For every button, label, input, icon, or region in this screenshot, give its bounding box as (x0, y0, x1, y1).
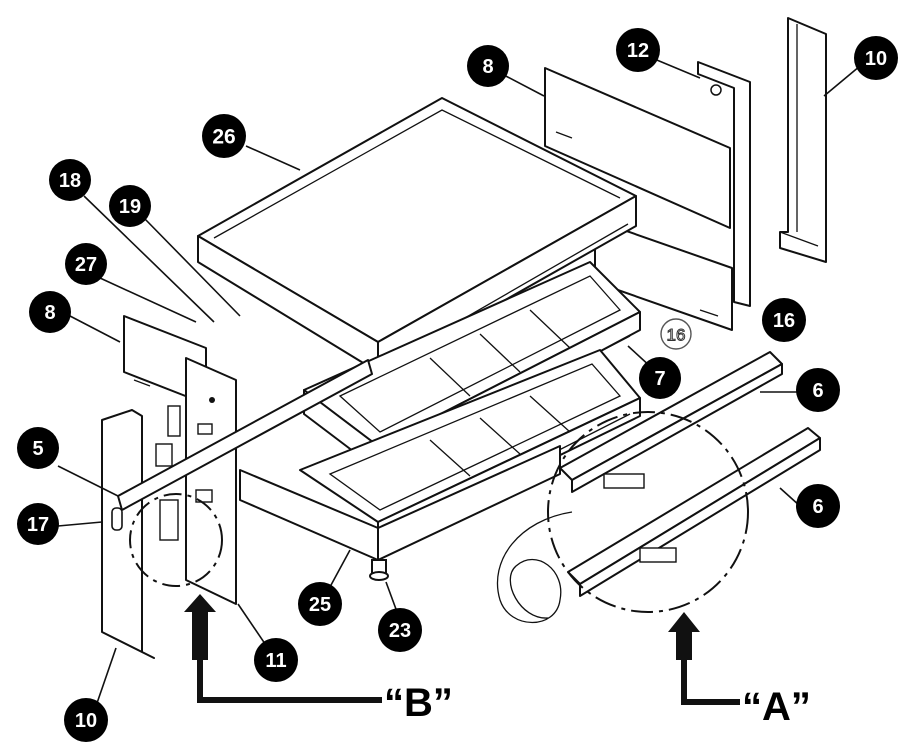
label-badge-12: 12 (616, 28, 660, 72)
svg-text:12: 12 (627, 40, 649, 62)
label-badge-6-upper: 6 (796, 368, 840, 412)
svg-text:17: 17 (27, 514, 49, 536)
svg-text:11: 11 (265, 650, 286, 672)
rear-panel-upper (544, 67, 731, 229)
power-cord (496, 511, 573, 623)
base-frame (239, 445, 561, 581)
view-label-a: “A” (742, 685, 811, 729)
label-badge-26: 26 (202, 114, 246, 158)
lower-rail (567, 427, 821, 597)
rear-upright (697, 61, 751, 307)
view-label-b: “B” (384, 681, 453, 725)
upper-rail (559, 351, 783, 493)
label-badge-19: 19 (109, 185, 151, 227)
label-badge-23: 23 (378, 608, 422, 652)
label-badge-16: 16 (762, 298, 806, 342)
label-badge-8-left: 8 (29, 291, 71, 333)
svg-text:27: 27 (75, 254, 97, 276)
svg-text:23: 23 (389, 620, 411, 642)
svg-text:6: 6 (812, 496, 823, 518)
label-badge-27: 27 (65, 243, 107, 285)
svg-text:19: 19 (119, 196, 141, 218)
view-arrow-a (668, 612, 740, 705)
right-end-bracket (779, 17, 827, 263)
label-badge-8-right: 8 (467, 45, 509, 87)
label-badge-17: 17 (17, 503, 59, 545)
rear-panel-lower (594, 219, 733, 331)
label-badge-16-outline: 16 (660, 318, 692, 350)
label-badge-18: 18 (49, 159, 91, 201)
control-plate (155, 357, 237, 605)
label-badge-25: 25 (298, 582, 342, 626)
svg-text:6: 6 (812, 380, 823, 402)
label-badge-5: 5 (17, 427, 59, 469)
label-badge-10-right: 10 (854, 36, 898, 80)
label-badge-10-left: 10 (64, 698, 108, 742)
svg-text:16: 16 (773, 310, 795, 332)
svg-text:10: 10 (865, 48, 887, 70)
svg-text:26: 26 (212, 126, 235, 149)
left-end-bracket (101, 409, 155, 659)
label-badge-6-lower: 6 (796, 484, 840, 528)
view-arrow-b (184, 594, 382, 703)
crossbar (117, 359, 373, 511)
svg-text:5: 5 (32, 438, 43, 460)
svg-text:25: 25 (309, 594, 331, 616)
svg-text:8: 8 (482, 56, 493, 78)
svg-text:18: 18 (59, 170, 81, 192)
detail-circle-a (547, 411, 749, 613)
label-badge-7: 7 (639, 357, 681, 399)
svg-text:7: 7 (654, 368, 665, 390)
svg-text:16: 16 (667, 326, 686, 345)
detail-circle-b (129, 493, 223, 587)
svg-text:10: 10 (75, 710, 97, 732)
label-badge-11: 11 (254, 638, 298, 682)
svg-text:8: 8 (44, 302, 55, 324)
